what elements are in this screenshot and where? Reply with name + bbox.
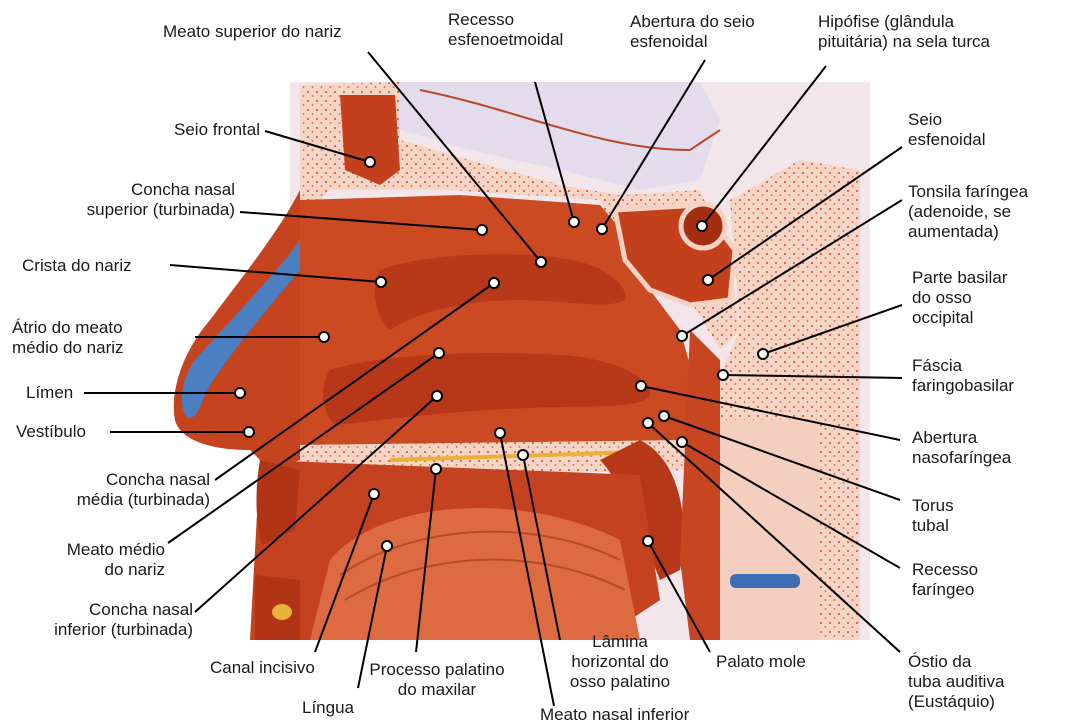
dot-concha-inferior [432,391,442,401]
label-concha-superior: Concha nasal superior (turbinada) [40,180,235,220]
label-abertura-nasofaringea: Abertura nasofaríngea [912,428,1011,468]
label-lingua: Língua [302,698,354,718]
frontal-sinus-shape [340,95,400,185]
dot-torus [659,411,669,421]
label-seio-esfenoidal: Seio esfenoidal [908,110,986,150]
label-limen: Límen [26,383,73,403]
label-torus-tubal: Torus tubal [912,496,954,536]
label-fascia: Fáscia faringobasilar [912,356,1014,396]
dot-lingua [382,541,392,551]
dot-vestibulo [244,427,254,437]
dot-processo [431,464,441,474]
label-atrio-meato: Átrio do meato médio do nariz [12,318,124,358]
dot-hipofise [697,221,707,231]
label-concha-inferior: Concha nasal inferior (turbinada) [8,600,193,640]
label-abertura-seio-esfenoidal: Abertura do seio esfenoidal [630,12,755,52]
label-lamina-horizontal: Lâmina horizontal do osso palatino [555,632,685,692]
label-tonsila-faringea: Tonsila faríngea (adenoide, se aumentada… [908,182,1028,242]
dot-canal-incisivo [369,489,379,499]
dot-abertura-seio [597,224,607,234]
dot-abertura-nasofaringea [636,381,646,391]
dot-meato-superior [536,257,546,267]
dot-concha-superior [477,225,487,235]
dot-recesso-faringeo [677,437,687,447]
lip-fat [272,604,292,620]
dot-seio-esfenoidal [703,275,713,285]
dot-crista [376,277,386,287]
anatomy-illustration [174,82,870,642]
dot-ostio [643,418,653,428]
label-meato-medio: Meato médio do nariz [20,540,165,580]
dot-seio-frontal [365,157,375,167]
label-crista-nariz: Crista do nariz [22,256,132,276]
dot-parte-basilar [758,349,768,359]
intervertebral-disc [730,574,800,588]
label-recesso-esfenoetmoidal: Recesso esfenoetmoidal [448,10,563,50]
label-ostio-tuba: Óstio da tuba auditiva (Eustáquio) [908,652,1004,712]
dot-concha-media [489,278,499,288]
dot-meato-medio [434,348,444,358]
label-meato-superior: Meato superior do nariz [163,22,342,42]
dot-recesso-esfenoetmoidal [569,217,579,227]
label-palato-mole: Palato mole [716,652,806,672]
dot-tonsila [677,331,687,341]
label-concha-media: Concha nasal média (turbinada) [40,470,210,510]
label-parte-basilar: Parte basilar do osso occipital [912,268,1007,328]
dot-limen [235,388,245,398]
label-canal-incisivo: Canal incisivo [210,658,315,678]
dot-palato-mole [643,536,653,546]
dot-meato-inferior [495,428,505,438]
dot-fascia [718,370,728,380]
label-recesso-faringeo: Recesso faríngeo [912,560,978,600]
label-hipofise: Hipófise (glândula pituitária) na sela t… [818,12,990,52]
dot-lamina [518,450,528,460]
dot-atrio [319,332,329,342]
label-seio-frontal: Seio frontal [140,120,260,140]
label-processo-palatino: Processo palatino do maxilar [362,660,512,700]
label-vestibulo: Vestíbulo [16,422,86,442]
label-meato-inferior: Meato nasal inferior [540,705,689,725]
